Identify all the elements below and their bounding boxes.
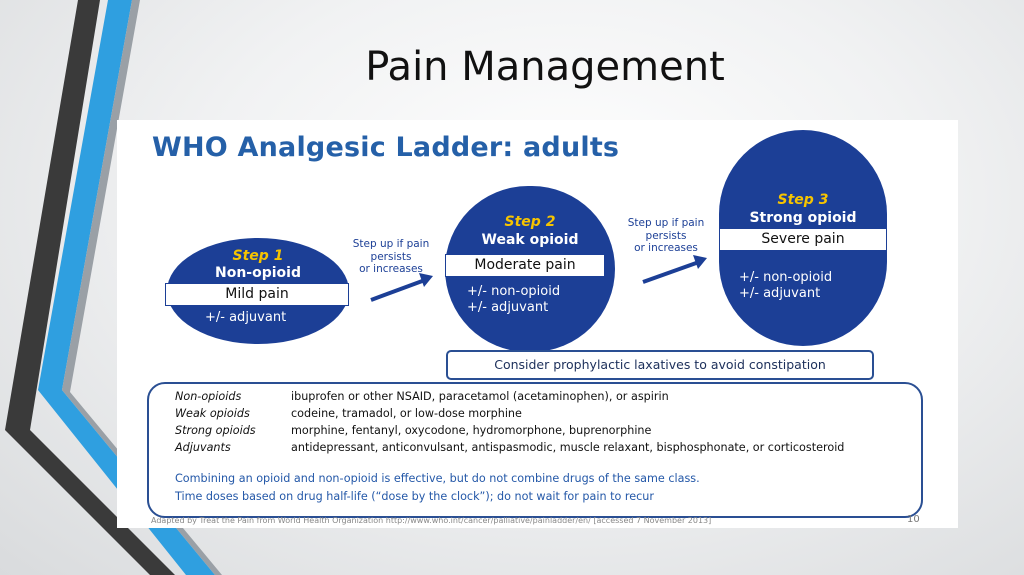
step-2-pain-box: Moderate pain [445,254,605,277]
step-1-adjunct: +/- adjuvant [205,310,287,325]
deco-blue-stripe [38,0,215,575]
step-up-arrow-1-icon [370,273,433,302]
deco-dark-stripe [5,0,175,575]
step-2-type: Weak opioid [481,232,579,248]
drug-list: antidepressant, anticonvulsant, antispas… [291,441,845,454]
step-3-type: Strong opioid [749,210,857,226]
step-up-caption-2-line-2: persists [645,229,687,242]
drug-class-label: Non-opioids [175,390,242,403]
step-3-adjunct-1: +/- non-opioid [739,270,833,285]
page-number: 10 [907,514,920,525]
step-3-adjunct-2: +/- adjuvant [739,286,821,301]
who-ladder-image: WHO Analgesic Ladder: adults Step 1 Non-… [117,120,958,528]
laxative-note: Consider prophylactic laxatives to avoid… [446,350,874,380]
deco-gray-stripe [62,0,222,575]
step-1-type: Non-opioid [215,265,301,281]
step-up-caption-2: Step up if pain persists or increases [614,217,718,255]
step-up-caption-1: Step up if pain persists or increases [339,238,443,276]
step-up-arrow-2-icon [642,255,707,284]
ladder-heading: WHO Analgesic Ladder: adults [152,132,620,163]
step-2-number: Step 2 [504,214,556,230]
drug-classes-box: Non-opioids ibuprofen or other NSAID, pa… [147,382,923,518]
slide-title: Pain Management [365,44,725,90]
drug-list: codeine, tramadol, or low-dose morphine [291,407,522,420]
step-3-pain-box: Severe pain [719,228,887,251]
drug-list: morphine, fentanyl, oxycodone, hydromorp… [291,424,652,437]
combination-note: Combining an opioid and non-opioid is ef… [175,472,700,485]
drug-list: ibuprofen or other NSAID, paracetamol (a… [291,390,669,403]
drug-class-label: Strong opioids [175,424,256,437]
step-2-adjunct-2: +/- adjuvant [467,300,549,315]
step-up-caption-1-line-1: Step up if pain [352,238,430,250]
source-citation: Adapted by Treat the Pain from World Hea… [151,516,712,525]
step-up-caption-1-line-2: persists [370,250,412,263]
step-2-adjunct-1: +/- non-opioid [467,284,561,299]
step-1-pain-box: Mild pain [165,283,349,306]
step-up-caption-1-line-3: or increases [359,263,423,275]
step-up-caption-2-line-3: or increases [634,242,698,254]
drug-class-label: Weak opioids [175,407,250,420]
step-3-number: Step 3 [777,192,829,208]
step-up-caption-2-line-1: Step up if pain [627,217,705,229]
drug-class-label: Adjuvants [175,441,231,454]
step-1-number: Step 1 [232,248,284,264]
dosing-note: Time doses based on drug half-life (“dos… [175,490,654,503]
